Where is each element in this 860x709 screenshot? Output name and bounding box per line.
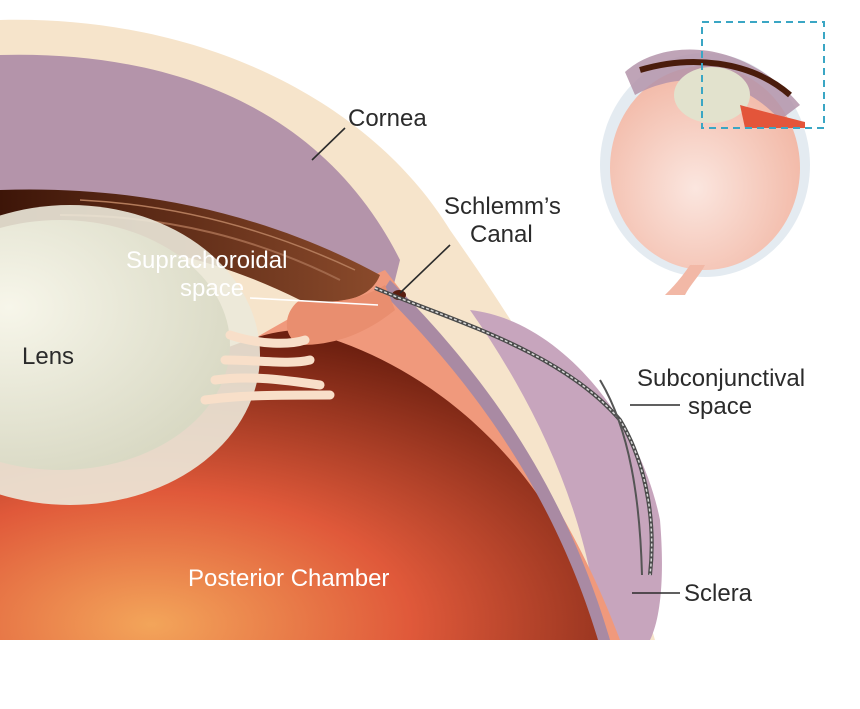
subconjunctival-label-line2: space [688,393,752,420]
cornea-label: Cornea [348,105,427,132]
shunt-device-return [599,379,643,576]
shunt-device [374,286,654,576]
cornea-leader [311,127,346,161]
schlemms-canal-label-line2: Canal [470,221,533,248]
subconjunctival-label: Subconjunctival [637,365,805,392]
ciliary-body [286,285,395,345]
iris-fold [79,199,356,271]
suprachoroidal-leader [249,297,379,306]
schlemm-leader [399,244,451,294]
zonular-fibers [200,330,335,405]
subconjunctival-bleb [470,310,662,640]
inset-eye [600,49,810,295]
sclera-label: Sclera [684,580,753,607]
suprachoroidal-label: Suprachoroidal [126,247,287,274]
posterior-chamber-label: Posterior Chamber [188,565,389,592]
inner-uveal-layer [382,280,610,640]
lens [0,220,230,470]
lens-label: Lens [22,343,74,370]
suprachoroidal-label-line2: space [180,275,244,302]
inset-zoom-frame [701,21,825,129]
schlemms-canal-label: Schlemm’s [444,193,561,220]
